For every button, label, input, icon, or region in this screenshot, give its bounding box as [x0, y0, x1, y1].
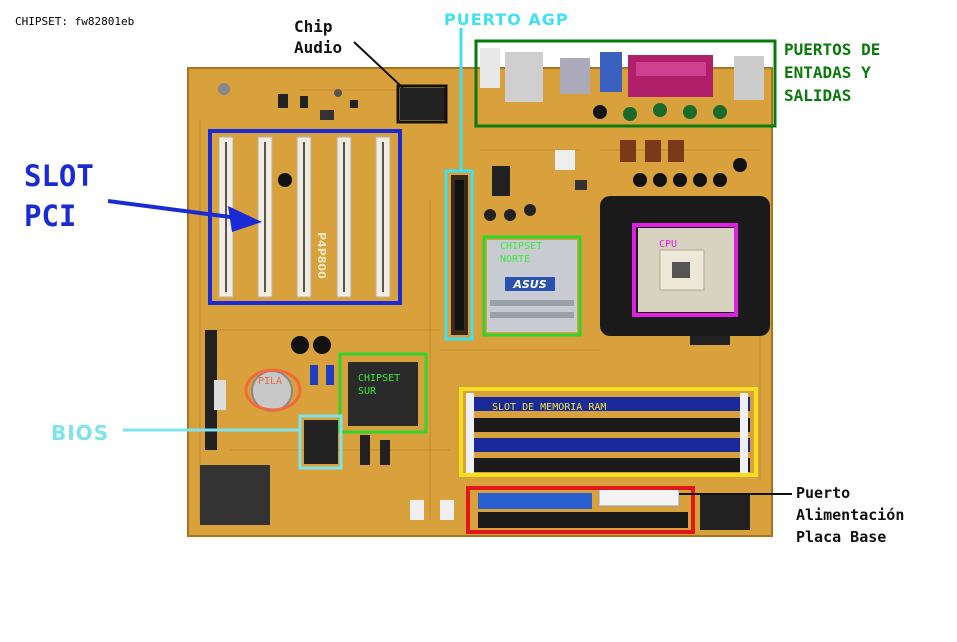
atx-power-connector	[598, 487, 680, 507]
pci-highlight-box	[208, 129, 402, 305]
chip-audio-label: Chip Audio	[294, 17, 343, 57]
ide-highlight-box	[466, 486, 695, 534]
cpu-highlight-box	[632, 223, 738, 317]
ram-slots	[466, 393, 750, 477]
io-highlight-box	[474, 39, 777, 128]
chipset-sur-label: CHIPSET SUR	[358, 373, 401, 397]
southbridge-chip-body	[348, 362, 418, 426]
agp-highlight-box	[444, 169, 474, 341]
northbridge-heatsink: ASUS	[487, 240, 577, 332]
bios-label: BIOS	[51, 421, 110, 445]
pci-arrow	[107, 199, 262, 232]
slot-ram-label: SLOT DE MEMORIA RAM	[492, 402, 607, 413]
bios-chip-body	[304, 420, 338, 464]
audio-chip-body	[400, 88, 445, 120]
puerto-agp-label: PUERTO AGP	[444, 10, 569, 29]
south-highlight-box	[338, 352, 428, 434]
puertos-es-label: PUERTOS DE ENTADAS Y SALIDAS	[784, 40, 881, 105]
io-ports-graphics	[480, 48, 764, 121]
puerto-alimentacion-label: Puerto Alimentación Placa Base	[796, 484, 905, 546]
pila-label: PILA	[258, 376, 283, 387]
board-model-text: P4P800	[315, 232, 328, 279]
ram-highlight-box	[459, 387, 758, 477]
battery-highlight-ring	[244, 368, 302, 412]
asus-logo-text: ASUS	[512, 278, 546, 291]
bios-highlight-box	[298, 414, 343, 470]
cpu-label: CPU	[659, 239, 678, 250]
cpu-socket-area	[600, 196, 770, 336]
north-highlight-box	[482, 235, 582, 337]
audio-highlight-box	[396, 84, 448, 124]
board-traces	[199, 89, 761, 520]
audio-leader-line	[353, 41, 404, 89]
chipset-norte-label: CHIPSET NORTE	[500, 241, 543, 265]
slot-pci-label: SLOT PCI	[24, 159, 94, 233]
chipset-note: CHIPSET: fw82801eb	[15, 15, 135, 28]
ide-connectors	[478, 493, 688, 528]
